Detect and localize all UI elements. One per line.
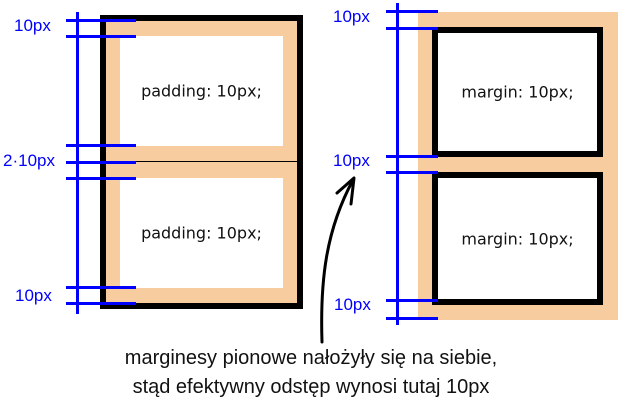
- padding-dim-bottom: 10px: [15, 286, 52, 305]
- margin-box-bottom-label: margin: 10px;: [461, 229, 574, 248]
- caption-line-2: stąd efektywny odstęp wynosi tutaj 10px: [132, 376, 490, 398]
- padding-tick: [66, 35, 136, 38]
- margin-dim-top: 10px: [333, 7, 370, 26]
- margin-box-top: margin: 10px;: [432, 27, 603, 157]
- margin-dim-bottom: 10px: [334, 295, 371, 314]
- padding-box-top-label: padding: 10px;: [141, 81, 262, 101]
- padding-tick: [66, 177, 136, 180]
- margin-box-top-label: margin: 10px;: [461, 82, 574, 102]
- curved-arrow-icon: [320, 176, 356, 344]
- margin-tick: [386, 27, 438, 30]
- margin-dim-middle: 10px: [333, 151, 370, 170]
- padding-tick: [66, 19, 136, 22]
- margin-tick: [386, 299, 438, 302]
- margin-tick: [386, 171, 438, 174]
- caption-line-1: marginesy pionowe nałożyły się na siebie…: [124, 347, 498, 369]
- padding-tick: [66, 302, 136, 305]
- padding-dim-middle: 2·10px: [3, 151, 55, 170]
- margin-dimension-line: [396, 3, 399, 325]
- margin-box-bottom: margin: 10px;: [432, 172, 603, 305]
- padding-dim-top: 10px: [14, 16, 51, 35]
- element-divider: [135, 161, 297, 162]
- margin-tick: [386, 317, 438, 320]
- margin-tick: [386, 10, 438, 13]
- padding-box-bottom: padding: 10px;: [120, 178, 283, 288]
- padding-tick: [66, 144, 136, 147]
- padding-box-bottom-label: padding: 10px;: [141, 223, 262, 243]
- padding-tick: [66, 286, 136, 289]
- margin-tick: [386, 155, 438, 158]
- padding-tick: [66, 161, 136, 164]
- padding-box-top: padding: 10px;: [120, 36, 283, 146]
